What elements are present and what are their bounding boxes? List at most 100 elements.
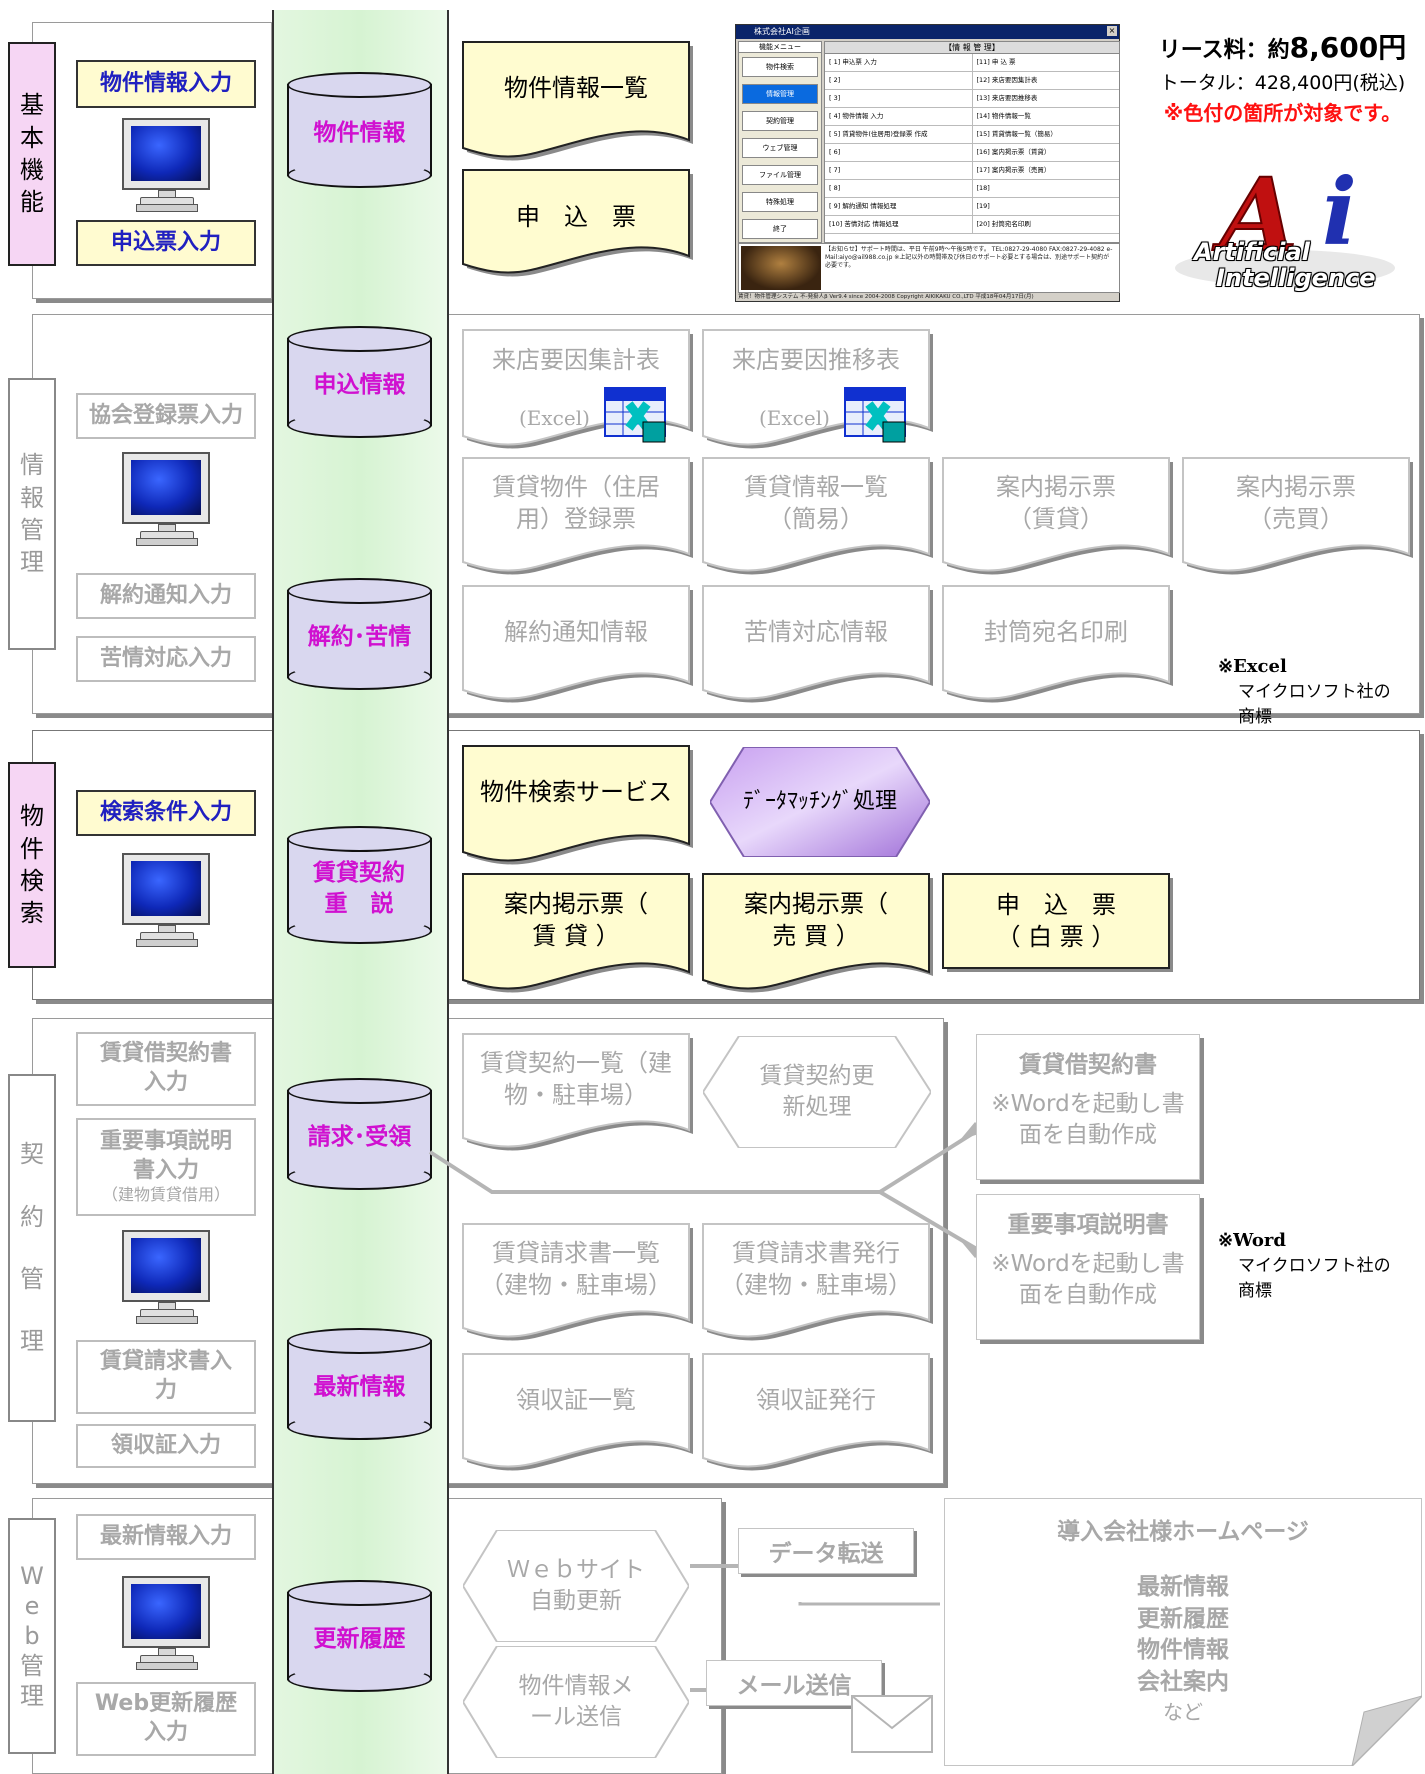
doc-label: 領収証発行 — [756, 1385, 876, 1414]
app-function-item[interactable]: [13] 来店要因推移表 — [976, 94, 1038, 102]
app-function-item[interactable]: [14] 物件情報一覧 — [976, 112, 1031, 120]
complaint-input-button[interactable]: 苦情対応入力 — [76, 636, 256, 682]
app-menu-item[interactable]: 終了 — [742, 219, 818, 239]
app-menu-item[interactable]: 契約管理 — [742, 111, 818, 131]
mail-send-text: メール送信 — [736, 1673, 852, 1699]
app-function-item[interactable]: [10] 苦情対応 情報処理 — [825, 216, 973, 233]
web-update-label: Ｗｅｂサイト自動更新 — [507, 1556, 645, 1614]
homepage-title: 導入会社様ホームページ — [1057, 1519, 1309, 1545]
database-label: 更新履歴 — [313, 1626, 406, 1652]
word-doc-lease-contract: 賃貸借契約書 ※Wordを起動し書面を自動作成 — [976, 1034, 1200, 1180]
app-function-item[interactable]: [16] 案内掲示票（賃貸） — [976, 148, 1051, 156]
database-property-info: 物件情報 — [287, 72, 432, 188]
database-label: 解約･苦情 — [307, 624, 412, 650]
app-function-item[interactable]: [ 5] 賃貸物件(住居用)登録票 作成 — [825, 126, 973, 143]
app-menu-item[interactable]: 物件検索 — [742, 57, 818, 77]
homepage-item: 物件情報 — [1137, 1637, 1229, 1664]
app-function-item[interactable]: [ 4] 物件情報 入力 — [825, 108, 973, 125]
application-input-button[interactable]: 申込票入力 — [76, 220, 256, 266]
property-info-input-button[interactable]: 物件情報入力 — [76, 60, 256, 108]
database-latest-info: 最新情報 — [287, 1328, 432, 1440]
lease-label: リース料：約 — [1158, 38, 1290, 63]
app-menu-item[interactable]: ファイル管理 — [742, 165, 818, 185]
homepage-etc: など — [1163, 1699, 1203, 1724]
app-function-item[interactable]: [ 3] — [825, 90, 973, 107]
cancellation-input-button[interactable]: 解約通知入力 — [76, 573, 256, 619]
logo-text-2: Intelligence — [1216, 264, 1376, 292]
data-transfer-label: データ転送 — [738, 1528, 914, 1574]
homepage-item: 最新情報 — [1137, 1574, 1229, 1600]
doc-receipt-list: 領収証一覧 — [462, 1353, 693, 1471]
doc-application-form: 申 込 票 — [462, 169, 693, 277]
billing-input-button[interactable]: 賃貸請求書入力 — [76, 1340, 256, 1414]
app-function-item[interactable]: [19] — [976, 202, 990, 210]
doc-label: 物件情報一覧 — [504, 73, 648, 102]
app-function-item[interactable]: [ 6] — [825, 144, 973, 161]
association-register-input-button[interactable]: 協会登録票入力 — [76, 393, 256, 439]
app-function-item[interactable]: [ 1] 申込票 入力 — [825, 54, 973, 71]
section-label: 情報管理 — [20, 451, 44, 577]
data-matching-process: ﾃﾞｰﾀﾏｯﾁﾝｸﾞ処理 — [710, 747, 930, 857]
contract-renewal-process: 賃貸契約更新処理 — [703, 1036, 931, 1148]
svg-text:A: A — [1212, 156, 1298, 274]
receipt-input-button[interactable]: 領収証入力 — [76, 1424, 256, 1468]
renewal-label: 賃貸契約更新処理 — [759, 1062, 875, 1120]
word-doc-title: 賃貸借契約書 — [1019, 1052, 1157, 1078]
app-function-item[interactable]: [12] 来店要因集計表 — [976, 76, 1038, 84]
app-title: 株式会社AI企画 — [754, 27, 810, 36]
important-doc-input-button[interactable]: 重要事項説明書入力 （建物賃貸借用） — [76, 1118, 256, 1216]
homepage-item: 更新履歴 — [1137, 1605, 1229, 1632]
web-history-input-button[interactable]: Web更新履歴入力 — [76, 1682, 256, 1756]
app-function-item[interactable]: [18] — [976, 184, 990, 192]
app-function-item[interactable]: [ 9] 解約通知 情報処理 — [825, 198, 973, 215]
input-label: Web更新履歴入力 — [94, 1691, 238, 1745]
database-lease-contract: 賃貸契約重 説 — [287, 826, 432, 944]
trademark-name: ※Excel — [1218, 656, 1287, 677]
section-label: Web管理 — [20, 1562, 44, 1710]
doc-label: 物件検索サービス — [480, 777, 672, 806]
ai-logo: A i Artificial Intelligence — [1150, 140, 1420, 300]
doc-label: 封筒宛名印刷 — [984, 617, 1128, 646]
computer-monitor-icon — [122, 853, 212, 947]
lease-contract-input-button[interactable]: 賃貸借契約書入力 — [76, 1032, 256, 1106]
computer-monitor-icon — [122, 1576, 212, 1670]
doc-label: 申 込 票 — [516, 202, 636, 231]
doc-guide-board-sale: 案内掲示票（売買） — [1182, 457, 1413, 575]
latest-info-input-button[interactable]: 最新情報入力 — [76, 1514, 256, 1560]
pricing-note: ※色付の箇所が対象です。 — [1163, 101, 1402, 125]
app-function-item[interactable]: [ 7] — [825, 162, 973, 179]
doc-label: 賃貸請求書発行（建物・駐車場） — [720, 1238, 912, 1299]
section-tab-search: 物件検索 — [8, 762, 56, 968]
database-label: 賃貸契約重 説 — [313, 860, 405, 918]
doc-rental-info-list: 賃貸情報一覧（簡易） — [702, 457, 933, 575]
doc-label: 苦情対応情報 — [744, 617, 888, 646]
menu-header: 【情 報 管 理】 — [825, 42, 1119, 54]
database-label: 申込情報 — [313, 372, 406, 398]
doc-label: 来店要因推移表 — [732, 346, 900, 374]
app-function-item[interactable]: [ 2] — [825, 72, 973, 89]
app-function-item[interactable]: [15] 賃貸情報一覧（簡易） — [976, 130, 1057, 138]
doc-search-application-white: 申 込 票（ 白 票 ） — [942, 873, 1173, 972]
app-menu-item[interactable]: 情報管理 — [742, 84, 818, 104]
app-menu-item[interactable]: ウェブ管理 — [742, 138, 818, 158]
data-transfer-text: データ転送 — [768, 1541, 884, 1567]
doc-property-search-service: 物件検索サービス — [462, 745, 693, 865]
word-trademark-note: ※Word マイクロソフト社の商標 — [1218, 1228, 1398, 1303]
app-screenshot: 株式会社AI企画 × 機能メニュー 物件検索情報管理契約管理ウェブ管理ファイル管… — [735, 24, 1120, 302]
close-icon[interactable]: × — [1107, 26, 1117, 36]
notice-text: 【お知らせ】サポート時間は、平日 午前9時～午後5時です。 TEL:0827-2… — [825, 246, 1113, 270]
input-label: 最新情報入力 — [99, 1523, 232, 1549]
search-condition-input-button[interactable]: 検索条件入力 — [76, 790, 256, 836]
database-billing-receipt: 請求･受領 — [287, 1078, 432, 1190]
input-label: 検索条件入力 — [99, 799, 232, 825]
section-label: 基本機能 — [20, 91, 44, 217]
app-function-item[interactable]: [20] 封筒宛名印刷 — [976, 220, 1031, 228]
mail-label: 物件情報メール送信 — [518, 1672, 634, 1730]
app-function-item[interactable]: [17] 案内掲示票（売買） — [976, 166, 1051, 174]
app-menu-item[interactable]: 特殊処理 — [742, 192, 818, 212]
database-cancellation-complaint: 解約･苦情 — [287, 578, 432, 690]
app-function-item[interactable]: [ 8] — [825, 180, 973, 197]
app-function-item[interactable]: [11] 申 込 票 — [976, 58, 1016, 66]
excel-tag: (Excel) — [759, 406, 830, 430]
homepage-item: 会社案内 — [1137, 1669, 1229, 1696]
